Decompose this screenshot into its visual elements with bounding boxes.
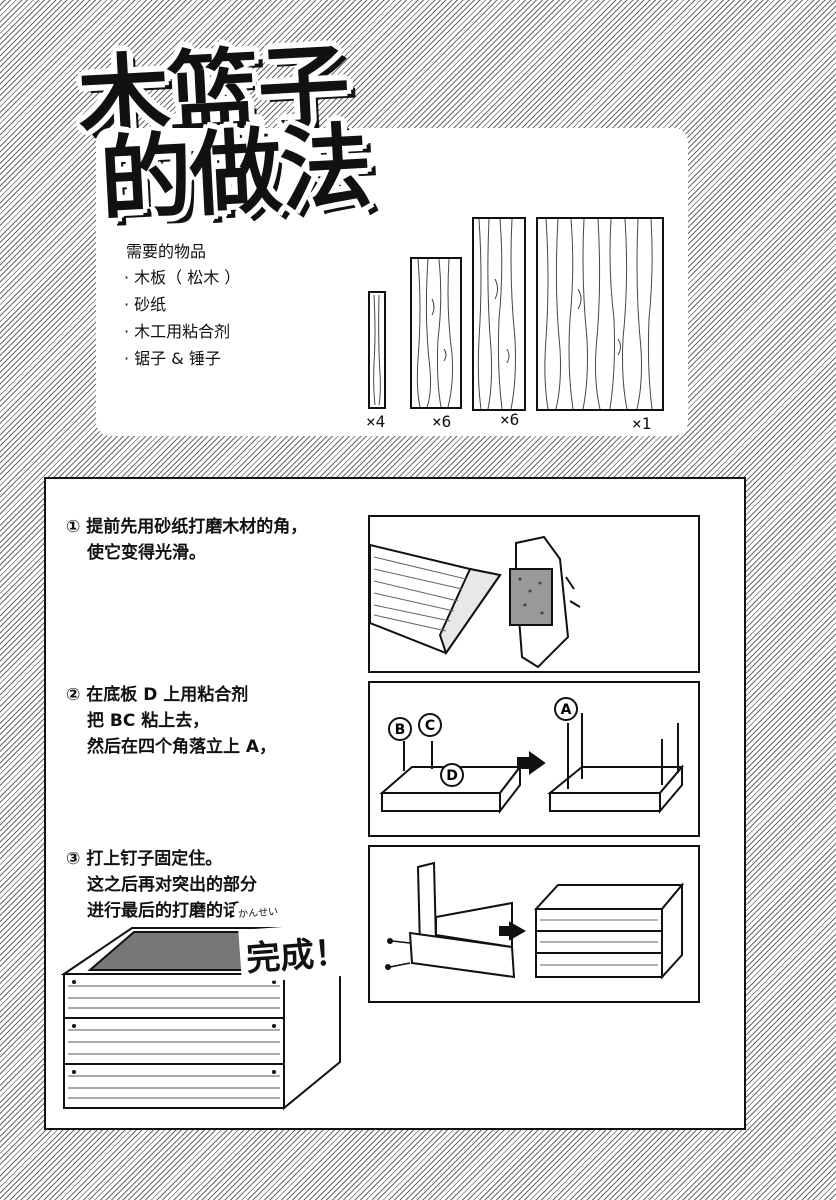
quantity-label: ×6 (432, 412, 452, 431)
step-3-line-2: 这之后再对突出的部分 (87, 875, 257, 895)
step-3-illustration (368, 845, 700, 1003)
board-illustration-b (410, 257, 462, 409)
step-2-text: ② 在底板 D 上用粘合剂 把 BC 粘上去， 然后在四个角落立上 A， (66, 682, 276, 760)
step-1-illustration (368, 515, 700, 673)
step-1-line-1: ① 提前先用砂纸打磨木材的角， (66, 517, 308, 537)
label-d: D (446, 768, 458, 784)
step-2-illustration: B C D A (368, 681, 700, 837)
material-item: · 木板（ 松木 ） (124, 268, 241, 287)
quantity-label: ×6 (500, 410, 520, 429)
step-3-line-3: 进行最后的打磨的话， (87, 901, 257, 921)
title-line-2: 的做法 (97, 113, 373, 234)
board-illustration-a (368, 291, 386, 409)
quantity-label: ×1 (632, 414, 652, 433)
completion-text: 完成！ (238, 922, 356, 983)
quantity-label: ×4 (366, 412, 386, 431)
step-2-line-3: 然后在四个角落立上 A， (87, 737, 277, 757)
label-a: A (561, 702, 572, 718)
step-2-line-2: 把 BC 粘上去， (87, 711, 210, 731)
material-item: · 木工用粘合剂 (124, 322, 231, 341)
step-1-line-2: 使它变得光滑。 (87, 543, 206, 563)
step-1-text: ① 提前先用砂纸打磨木材的角， 使它变得光滑。 (66, 514, 307, 566)
label-b: B (395, 722, 406, 738)
step-2-line-1: ② 在底板 D 上用粘合剂 (66, 685, 249, 705)
material-item: · 锯子 & 锤子 (124, 349, 221, 368)
step-3-line-1: ③ 打上钉子固定住。 (66, 849, 223, 869)
materials-heading: 需要的物品 (126, 242, 207, 261)
label-c: C (425, 718, 435, 734)
board-illustration-d (536, 217, 664, 411)
board-illustration-c (472, 217, 526, 411)
material-item: · 砂纸 (124, 295, 167, 314)
step-3-text: ③ 打上钉子固定住。 这之后再对突出的部分 进行最后的打磨的话， (66, 846, 257, 924)
